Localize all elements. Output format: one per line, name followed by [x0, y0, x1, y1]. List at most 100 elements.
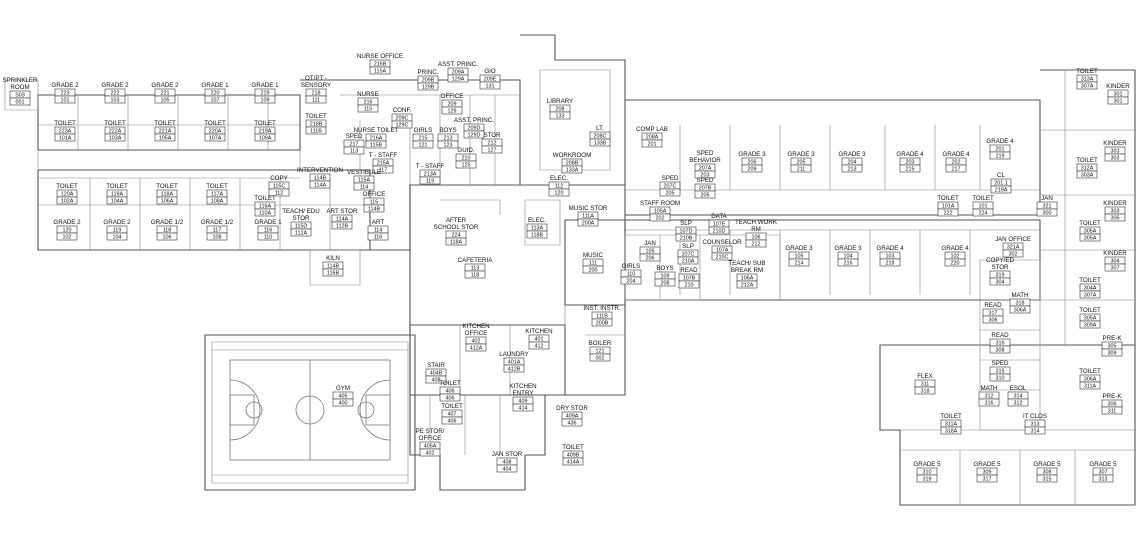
room-number-box [1007, 398, 1029, 407]
room-number: 306A [1084, 377, 1097, 383]
room-number: 213A [424, 172, 437, 178]
room-name: OFFICE [465, 330, 488, 337]
room-number-box [528, 341, 550, 350]
room-number: 304 [1111, 259, 1120, 265]
room-number: 114 [374, 228, 383, 234]
room-number-box [549, 111, 571, 120]
room-number: 206 [646, 256, 655, 262]
room-name: RM [751, 226, 761, 233]
room-name: KINDER [1103, 200, 1127, 207]
room-name: LIBRARY [547, 98, 573, 105]
room-name: GRADE 4 [941, 245, 969, 252]
room-number: 103 [111, 98, 120, 104]
room-name: BOYS [439, 127, 456, 134]
room-name: PE STOR/ [416, 428, 445, 435]
room-number-box [369, 66, 391, 75]
room-name: ART STOR [327, 208, 358, 215]
room-number: 119 [426, 179, 435, 185]
room-name: TOILET [1076, 68, 1098, 75]
room-name: TOILET [441, 403, 463, 410]
room-number-box [641, 139, 663, 148]
room-number-box [972, 208, 994, 217]
room-number: 406 [448, 419, 457, 425]
room-number: 108A [211, 199, 224, 205]
room-number: 209C [396, 116, 409, 122]
room-name: GYM [336, 385, 350, 392]
room-number-box [465, 343, 487, 352]
room-name: TOILET [305, 113, 327, 120]
room-number-box [694, 170, 716, 179]
room-number-box [439, 393, 461, 402]
room-name: KINDER [1106, 83, 1130, 90]
room-number: 209A [452, 70, 465, 76]
room-number-box [745, 239, 767, 248]
room-number: 303 [1111, 209, 1120, 215]
room-number: 221 [161, 91, 170, 97]
room-number-box [561, 418, 583, 427]
room-number: 114B [368, 207, 381, 213]
room-number: 209 [448, 102, 457, 108]
room-name: SPED [697, 150, 714, 157]
room-number: 218 [886, 261, 895, 267]
room-number: 223A [59, 129, 72, 135]
room-number: 113 [471, 266, 480, 272]
room-name: SPED [662, 175, 679, 182]
room-number-box [104, 95, 126, 104]
room-name: GRADE 3 [834, 245, 862, 252]
room-number-box [741, 164, 763, 173]
room-number: 115A [358, 178, 371, 184]
room-number: 210A [682, 259, 695, 265]
room-name: GRADE 4 [896, 151, 924, 158]
room-number-box [496, 464, 518, 473]
room-name: TEACH/ SUB [728, 260, 765, 267]
room-number: 116 [374, 235, 383, 241]
room-number: 104 [844, 254, 853, 260]
room-number: 111 [312, 98, 320, 104]
room-number-box [106, 232, 128, 241]
room-number-box [204, 95, 226, 104]
room-name: GRADE 2 [151, 82, 179, 89]
room-number: 408 [503, 460, 512, 466]
room-number: 321 [1043, 204, 1052, 210]
room-number: 115D [295, 224, 308, 230]
room-number: 118B [531, 233, 544, 239]
room-number: 401 [535, 337, 544, 343]
room-number: 207C [664, 184, 677, 190]
room-number-box [254, 95, 276, 104]
room-number-box [56, 196, 78, 205]
room-number: 224 [452, 233, 461, 239]
room-number: 400 [339, 401, 348, 407]
room-number: 224 [979, 211, 988, 217]
room-number: 129D [468, 133, 481, 139]
room-number: 311A [1084, 384, 1097, 390]
room-name: GRADE 3 [785, 245, 813, 252]
room-number: 111 [589, 261, 597, 267]
room-number-box [419, 176, 441, 185]
room-number: 120A [61, 192, 74, 198]
room-name: ENTRY [513, 390, 534, 397]
room-name: FLEX [917, 373, 932, 380]
room-number-box [990, 185, 1012, 194]
room-number-box [268, 188, 290, 197]
room-number: 116 [264, 228, 273, 234]
